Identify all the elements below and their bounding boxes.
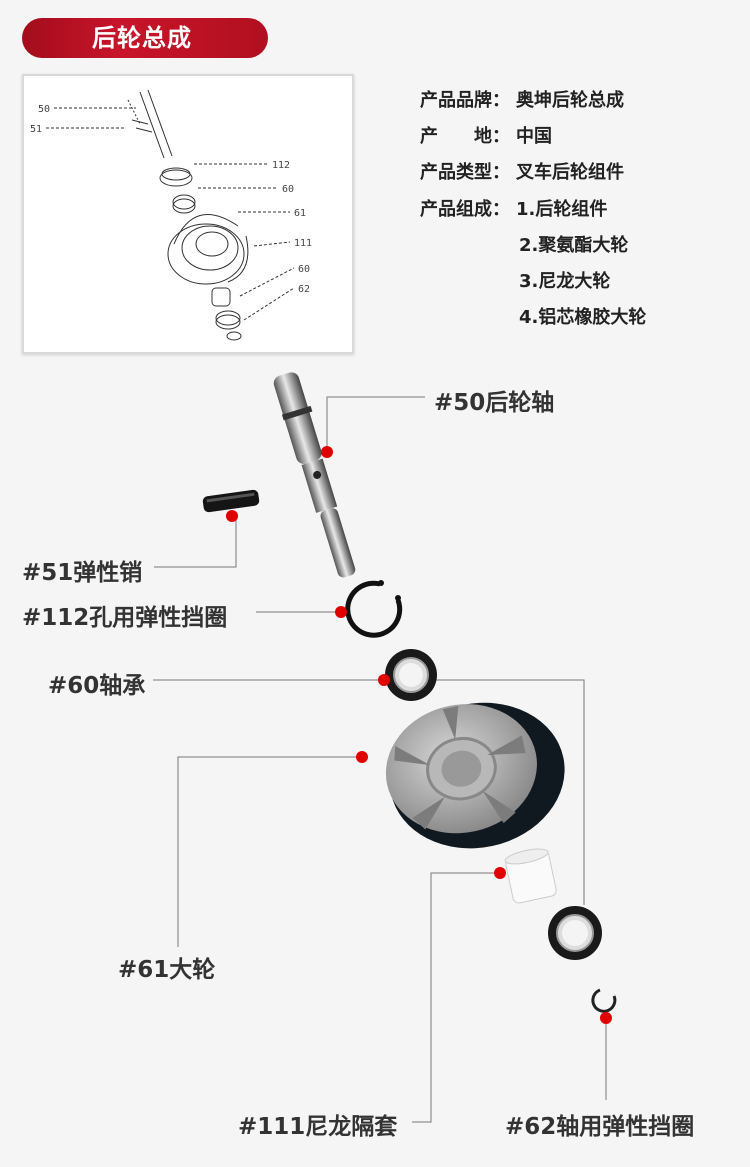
spec-brand: 产品品牌： 奥坤后轮总成 [420,86,624,112]
spec-origin-value: 中国 [516,126,552,147]
spec-type: 产品类型： 叉车后轮组件 [420,158,624,184]
bearing-top [385,649,437,701]
spec-composition-value: 1.后轮组件 [516,199,608,220]
diagram-label-61: 61 [294,208,306,219]
spec-type-value: 叉车后轮组件 [516,162,624,183]
spec-origin-key: 产 地： [420,126,510,147]
component-item-4: 4.铝芯橡胶大轮 [519,307,647,328]
label-part-50: #50后轮轴 [434,390,555,416]
spec-composition: 产品组成： 1.后轮组件 [420,195,607,221]
spring-pin [202,489,260,513]
section-title-banner: 后轮总成 [22,18,268,58]
label-part-61: #61大轮 [118,957,216,983]
spec-origin: 产 地： 中国 [420,122,552,148]
big-wheel [385,702,565,849]
diagram-label-50: 50 [38,104,50,115]
exploded-diagram-drawing: 50 51 112 60 61 111 60 62 [30,89,312,341]
callout-markers [226,446,612,1024]
diagram-label-111: 111 [294,238,312,249]
spec-type-key: 产品类型： [420,162,510,183]
bearing-bottom [548,906,602,960]
component-item-3: 3.尼龙大轮 [519,271,611,292]
spec-brand-value: 奥坤后轮总成 [516,90,624,111]
nylon-spacer [504,848,557,904]
hole-circlip [345,580,403,638]
rear-axle-shaft [273,372,356,578]
diagram-label-51: 51 [30,124,42,135]
label-part-62: #62轴用弹性挡圈 [505,1114,695,1140]
diagram-label-112: 112 [272,160,290,171]
section-title: 后轮总成 [92,24,192,52]
spec-brand-key: 产品品牌： [420,90,510,111]
label-part-112: #112孔用弹性挡圈 [22,605,228,631]
diagram-label-60: 60 [282,184,294,195]
label-part-51: #51弹性销 [22,560,143,586]
diagram-label-60b: 60 [298,264,310,275]
exploded-diagram: 50 51 112 60 61 111 60 62 [22,74,354,354]
label-part-111: #111尼龙隔套 [238,1114,398,1140]
shaft-circlip [591,988,617,1013]
label-part-60: #60轴承 [48,673,146,699]
component-item-2: 2.聚氨酯大轮 [519,235,629,256]
spec-composition-key: 产品组成： [420,199,510,220]
diagram-label-62: 62 [298,284,310,295]
